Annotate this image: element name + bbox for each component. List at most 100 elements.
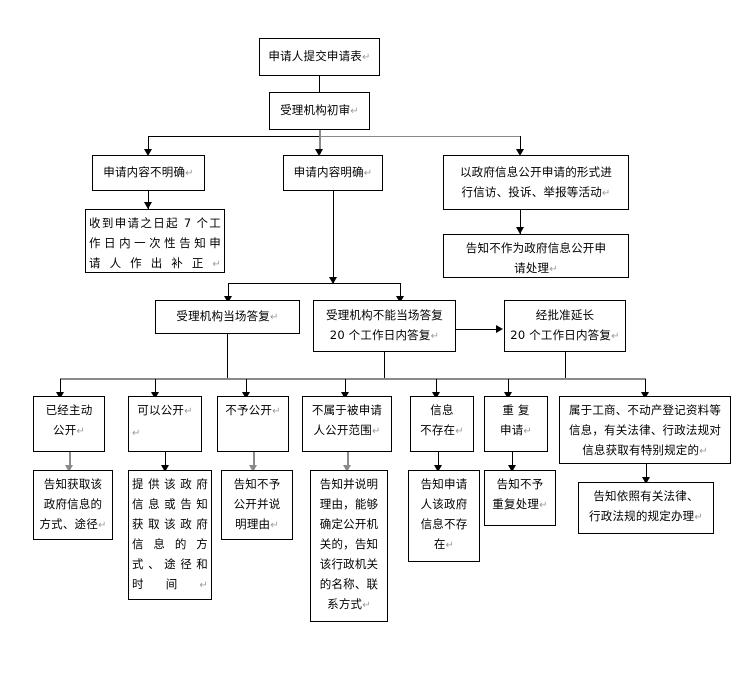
node-line: 信息不存 [420,517,468,531]
node-line: 信息或告知 [132,497,208,511]
paragraph-mark: ↵ [611,331,620,342]
node-out-of-scope[interactable]: 不属于被申请 人公开范围↵ [302,396,392,452]
node-line: 在↵ [433,537,455,551]
node-line: 该行政机关 [319,557,379,571]
node-line: 式、途径和 [132,557,208,571]
paragraph-mark: ↵ [363,168,373,179]
node-line: 信息，有关法律、行政法规对 [568,423,722,437]
node-line: 收到申请之日起 7 个工 [89,216,221,230]
node-line: 以政府信息公开申请的形式进 [459,164,613,179]
arrowhead-n17-n24 [642,477,650,484]
arrowhead-n02-n03 [144,149,152,156]
arrowhead-bus-n15 [432,392,440,399]
arrowhead-n02-n04 [315,149,323,156]
node-line: 公开↵ [53,423,85,437]
paragraph-mark: ↵ [430,331,440,342]
node-not-disclosed[interactable]: 不予公开↵ [217,396,289,452]
node-information-not-exist[interactable]: 信息 不存在↵ [410,396,474,452]
node-petition-complaint-report[interactable]: 以政府信息公开申请的形式进 行信访、投诉、举报等活动↵ [443,155,629,210]
node-line: 告知获取该 [43,477,103,491]
node-cannot-answer-on-the-spot[interactable]: 受理机构不能当场答复 20 个工作日内答复↵ [313,300,456,352]
paragraph-mark: ↵ [445,540,455,551]
node-line: 系方式↵ [327,597,371,611]
node-answer-on-the-spot[interactable]: 受理机构当场答复↵ [155,300,300,334]
node-agency-initial-review[interactable]: 受理机构初审↵ [269,92,370,130]
node-line: 已经主动 [45,403,93,417]
node-already-proactively-disclosed[interactable]: 已经主动 公开↵ [33,396,105,452]
arrowhead-n12-n19 [161,465,169,472]
node-may-be-disclosed[interactable]: 可以公开↵ ↵ [128,396,202,452]
node-line: 作日内一次性告知申 [89,236,221,250]
paragraph-mark: ↵ [350,106,359,117]
node-supplement-notice[interactable]: 收到申请之日起 7 个工 作日内一次性告知申 请人作出补正↵ [85,209,225,273]
connector-n09-n10 [456,329,497,330]
node-applicant-submit-form[interactable]: 申请人提交申请表↵ [259,38,380,76]
node-not-treated-as-disclosure-request[interactable]: 告知不作为政府信息公开申 请处理↵ [443,234,629,278]
node-line: 不存在↵ [420,423,464,437]
paragraph-mark: ↵ [455,426,464,437]
node-line: 告知不予 [233,477,281,491]
node-line: 提供该政府 [132,477,208,491]
paragraph-mark: ↵ [362,600,371,611]
arrowhead-bus-n16 [504,392,512,399]
connector-n04-split-bar [228,283,401,284]
connector-bus-left [148,136,320,137]
node-request-unclear[interactable]: 申请内容不明确↵ [92,155,205,191]
node-line: ↵ [132,422,198,444]
connector-n04-split-left [228,283,229,301]
node-notify-no-duplicate-processing[interactable]: 告知不予 重复处理↵ [484,470,556,526]
node-provide-info-or-notify-method[interactable]: 提供该政府 信息或告知 获取该政府 信息的方 式、途径和 时间↵ [128,470,212,600]
connector-n10-drop [565,352,566,379]
paragraph-mark: ↵ [371,426,381,437]
node-line: 受理机构不能当场答复 [326,308,443,322]
arrowhead-bus-n12 [151,392,159,399]
connector-n05-n07 [520,210,521,234]
node-duplicate-request[interactable]: 重 复 申请↵ [484,396,548,452]
arrowhead-n04-stem [329,277,337,284]
node-line: 告知依照有关法律、 [593,489,699,503]
connector-bus-right [320,136,520,137]
arrowhead-n14-n21 [343,465,351,472]
node-notify-reason-and-authority[interactable]: 告知并说明 理由，能够 确定公开机 关的，告知 该行政机关 的名称、联 系方式↵ [310,470,388,622]
node-request-clear[interactable]: 申请内容明确↵ [283,155,383,191]
node-approved-extension[interactable]: 经批准延长 20 个工作日内答复↵ [504,300,626,352]
node-line: 公开并说 [233,497,281,511]
node-notify-nondisclosure-reason[interactable]: 告知不予 公开并说 明理由↵ [221,470,293,540]
arrowhead-n16-n23 [508,465,516,472]
connector-outcome-drop-2 [155,379,156,397]
arrowhead-n15-n22 [434,465,442,472]
paragraph-mark: ↵ [272,406,281,417]
connector-n09-drop [384,352,385,379]
arrowhead-bus-n11 [56,392,64,399]
paragraph-mark: ↵ [132,428,141,439]
arrowhead-n03-n06 [144,202,152,209]
node-notify-info-not-exist[interactable]: 告知申请 人该政府 信息不存 在↵ [408,470,480,562]
arrowhead-n04-n08 [224,296,232,303]
connector-n01-n02 [319,76,320,100]
connector-outcome-drop-5 [436,379,437,397]
paragraph-mark: ↵ [270,312,279,323]
arrowhead-bus-n13 [242,392,250,399]
paragraph-mark: ↵ [549,264,558,275]
node-line: 获取该政府 [132,517,208,531]
node-line: 明理由↵ [235,517,279,531]
node-line: 受理机构初审↵ [280,103,359,117]
paragraph-mark: ↵ [694,512,703,523]
node-line: 20 个工作日内答复↵ [329,328,440,342]
connector-outcome-drop-4 [345,379,346,397]
arrowhead-n02-n05 [516,149,524,156]
connector-n17-n24 [646,464,647,481]
node-notify-handle-per-law[interactable]: 告知依照有关法律、 行政法规的规定办理↵ [578,482,714,534]
node-special-registry-info[interactable]: 属于工商、不动产登记资料等 信息，有关法律、行政法规对 信息获取有特别规定的↵ [559,396,731,464]
node-line: 重 复 [502,403,530,417]
node-line: 确定公开机 [319,517,379,531]
connector-outcome-drop-3 [246,379,247,397]
node-line: 可以公开↵ [137,403,193,417]
node-line: 信息获取有特别规定的↵ [582,443,708,457]
node-notify-access-method[interactable]: 告知获取该 政府信息的 方式、途径↵ [33,470,113,540]
node-line: 关的，告知 [319,537,379,551]
paragraph-mark: ↵ [270,520,279,531]
node-line: 20 个工作日内答复↵ [510,328,620,342]
connector-n08-drop [227,334,228,379]
